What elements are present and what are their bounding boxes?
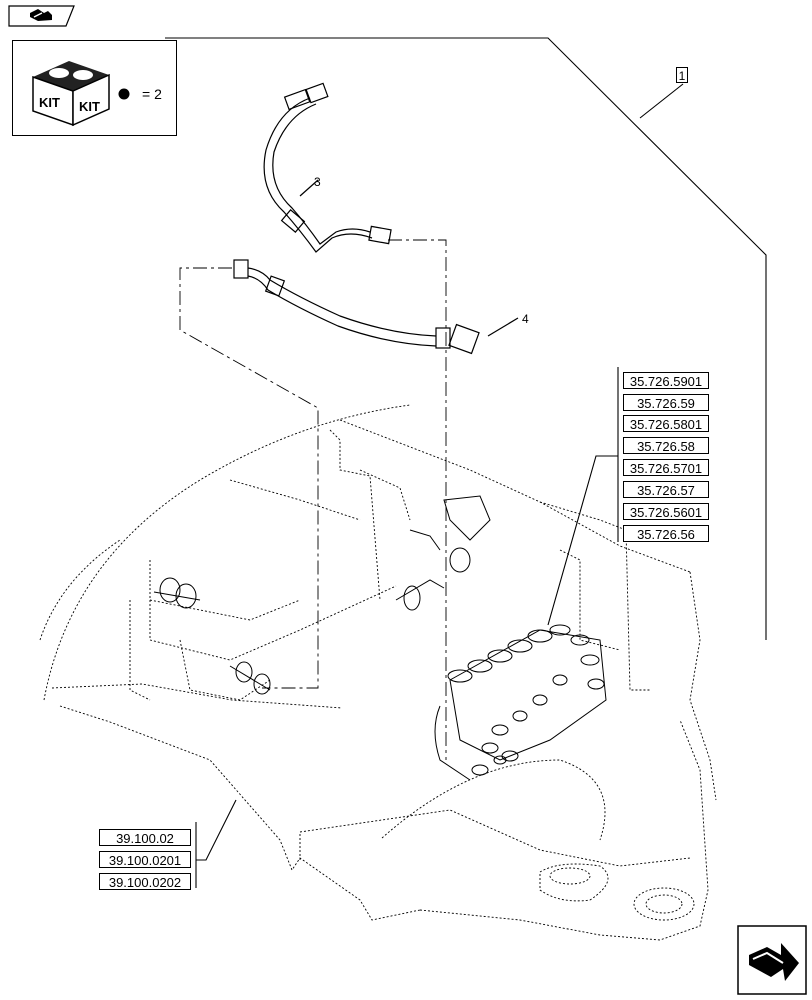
ref-link[interactable]: 35.726.5901 (623, 372, 709, 389)
item1-bracket-line (165, 37, 767, 640)
callout-3[interactable]: 3 (314, 175, 321, 189)
ref-link[interactable]: 35.726.5601 (623, 503, 709, 520)
ref-link[interactable]: 35.726.56 (623, 525, 709, 542)
next-page-button[interactable] (737, 925, 807, 995)
svg-text:KIT: KIT (39, 95, 60, 110)
callout-1[interactable]: 1 (676, 67, 688, 83)
ref-link[interactable]: 35.726.5801 (623, 415, 709, 432)
ref-link[interactable]: 35.726.58 (623, 437, 709, 454)
control-valve-block (434, 624, 607, 781)
kit-legend-box: KIT KIT (12, 40, 177, 136)
next-page-arrow-icon (737, 925, 807, 995)
svg-text:KIT: KIT (79, 99, 100, 114)
ref-link[interactable]: 39.100.0201 (99, 851, 191, 868)
ref-link[interactable]: 35.726.57 (623, 481, 709, 498)
kit-quantity: = 2 (142, 86, 162, 102)
hose-4 (233, 259, 519, 355)
kit-box-icon: KIT KIT (32, 61, 110, 127)
ref-link[interactable]: 35.726.5701 (623, 459, 709, 476)
ref-link[interactable]: 35.726.59 (623, 394, 709, 411)
callout-4[interactable]: 4 (522, 312, 529, 326)
frame-fittings (153, 495, 491, 695)
ref-link[interactable]: 39.100.02 (99, 829, 191, 846)
item1-leader (639, 83, 684, 119)
ref-link[interactable]: 39.100.0202 (99, 873, 191, 890)
hose-3 (263, 82, 392, 253)
back-nav-tab[interactable] (8, 5, 76, 27)
back-arrow-icon (8, 5, 75, 27)
dot-icon (118, 88, 130, 100)
